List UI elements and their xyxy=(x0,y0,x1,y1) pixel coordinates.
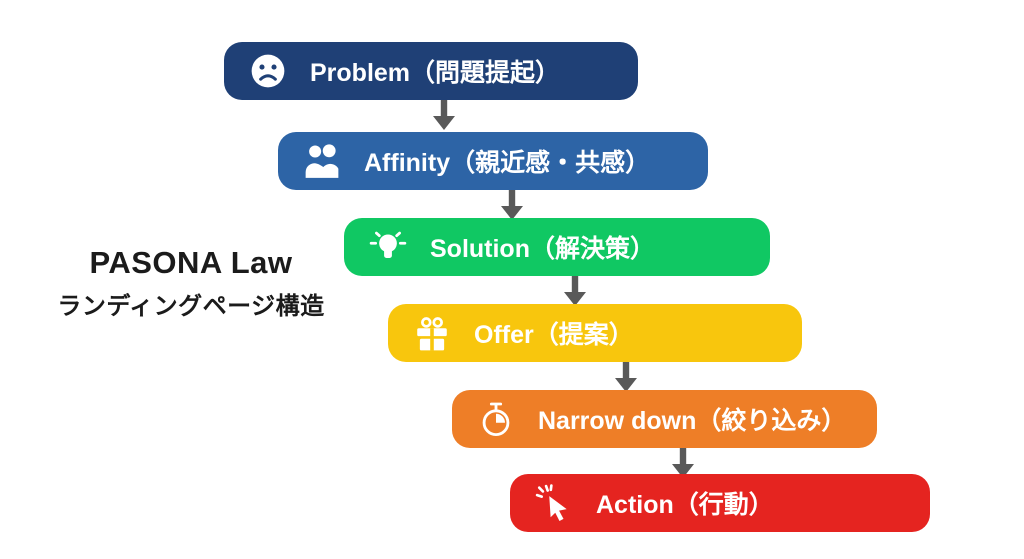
step-offer: Offer（提案） xyxy=(388,304,802,362)
step-solution: Solution（解決策） xyxy=(344,218,770,276)
page-title: PASONA Law xyxy=(89,245,293,280)
step-narrow-down: Narrow down（絞り込み） xyxy=(452,390,877,448)
step-label: Problem（問題提起） xyxy=(310,59,561,87)
step-action: Action（行動） xyxy=(510,474,930,532)
flow-arrow xyxy=(432,100,456,131)
step-label: Action（行動） xyxy=(596,491,774,519)
sad-face-icon xyxy=(249,52,287,90)
gift-icon xyxy=(413,314,451,352)
step-label: Affinity（親近感・共感） xyxy=(364,149,651,177)
step-label: Narrow down（絞り込み） xyxy=(538,407,847,435)
lightbulb-icon xyxy=(369,228,407,266)
flow-arrow xyxy=(563,276,587,307)
step-label: Offer（提案） xyxy=(474,321,634,349)
stopwatch-icon xyxy=(477,400,515,438)
page-subtitle: ランディングページ構造 xyxy=(57,293,325,321)
title-block: PASONA Law ランディングページ構造 xyxy=(36,245,346,321)
people-icon xyxy=(303,142,341,180)
flow-arrow xyxy=(671,448,695,479)
flow-arrow xyxy=(614,362,638,393)
step-problem: Problem（問題提起） xyxy=(224,42,638,100)
step-label: Solution（解決策） xyxy=(430,235,655,263)
step-affinity: Affinity（親近感・共感） xyxy=(278,132,708,190)
cursor-click-icon xyxy=(535,484,573,522)
flow-arrow xyxy=(500,190,524,221)
